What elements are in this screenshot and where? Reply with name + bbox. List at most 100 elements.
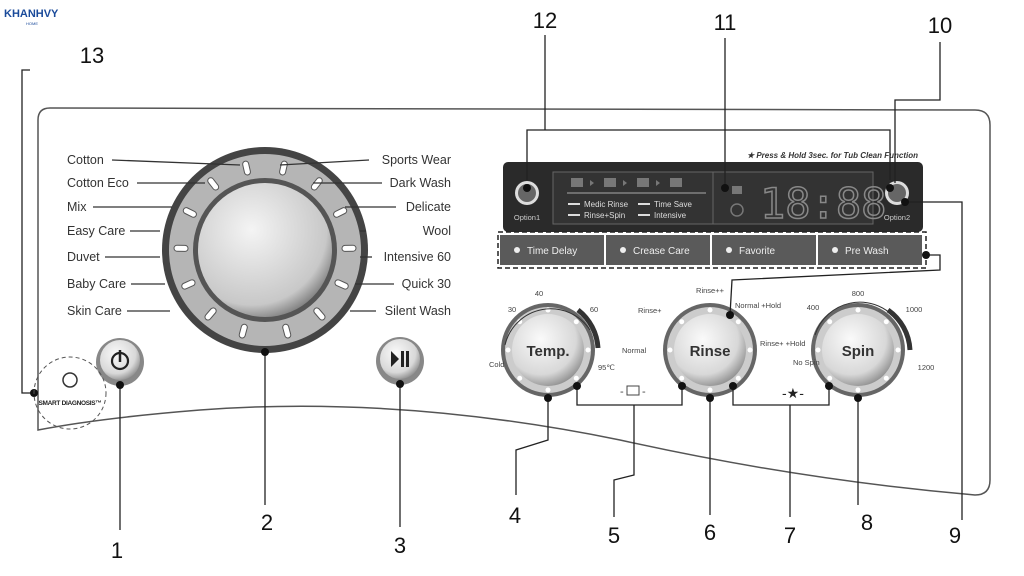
- program-label: Cotton Eco: [67, 176, 129, 190]
- program-leader-line: [111, 159, 241, 166]
- dial-position-marker: [333, 207, 348, 218]
- svg-text:-: -: [620, 386, 624, 398]
- svg-text:-: -: [642, 386, 646, 398]
- rinse-scale-label: Normal: [622, 346, 647, 355]
- rinse-knob[interactable]: Rinse: [663, 303, 757, 397]
- option2-label: Option2: [884, 213, 910, 222]
- option1-label: Option1: [514, 213, 540, 222]
- callout-number: 3: [394, 533, 406, 558]
- rinse-scale-label: Rinse+: [638, 306, 662, 315]
- power-button[interactable]: [96, 338, 144, 386]
- callout-number: 9: [949, 523, 961, 548]
- button-label: Crease Care: [633, 246, 690, 257]
- rinse-knob-label: Rinse: [690, 343, 731, 360]
- spin-scale-label: 400: [807, 303, 820, 312]
- button-pre-wash[interactable]: Pre Wash: [818, 235, 922, 265]
- dial-position-marker: [207, 177, 220, 191]
- power-icon: [110, 350, 130, 371]
- program-label: Quick 30: [402, 277, 451, 291]
- start-pause-button[interactable]: [376, 337, 424, 385]
- dial-position-marker: [313, 307, 326, 321]
- temp-scale-label: Cold: [489, 360, 504, 369]
- option-medic-rinse: Medic Rinse: [584, 200, 629, 209]
- program-label: Skin Care: [67, 304, 122, 318]
- callout-number: 12: [533, 8, 557, 33]
- led-indicator: [726, 247, 732, 253]
- callout-number: 10: [928, 13, 952, 38]
- program-dial[interactable]: [162, 147, 368, 353]
- brand-logo: KHANHVY: [4, 8, 59, 20]
- star-symbol: -★-: [782, 385, 804, 401]
- tub-clean-note: ★ Press & Hold 3sec. for Tub Clean Funct…: [747, 151, 918, 160]
- dial-position-marker: [282, 323, 292, 339]
- option-intensive: Intensive: [654, 211, 687, 220]
- dial-position-marker: [238, 323, 248, 339]
- diagnosis-icon: [62, 372, 78, 388]
- callout-number: 2: [261, 510, 273, 535]
- lock-icon: [730, 186, 744, 217]
- program-label: Intensive 60: [384, 250, 451, 264]
- program-label: Delicate: [406, 200, 451, 214]
- callout-number: 4: [509, 503, 521, 528]
- program-label: Duvet: [67, 250, 100, 264]
- program-label: Baby Care: [67, 277, 126, 291]
- led-indicator: [620, 247, 626, 253]
- callout-lines: [21, 35, 963, 530]
- button-label: Pre Wash: [845, 246, 889, 257]
- spin-scale-label: No Spin: [793, 358, 820, 367]
- time-display: 18:88: [760, 179, 886, 228]
- temp-scale-label: 40: [535, 289, 543, 298]
- temp-scale-label: 60: [590, 305, 598, 314]
- spin-knob-label: Spin: [842, 343, 875, 360]
- dial-position-marker: [334, 279, 349, 290]
- program-label: Sports Wear: [382, 153, 451, 167]
- button-time-delay[interactable]: Time Delay: [500, 235, 604, 265]
- led-indicator: [514, 247, 520, 253]
- temp-knob-label: Temp.: [526, 343, 569, 360]
- callout-number: 13: [80, 43, 104, 68]
- dial-position-marker: [242, 160, 251, 176]
- dial-position-marker: [310, 177, 323, 191]
- temp-knob[interactable]: Temp.: [501, 303, 595, 397]
- button-crease-care[interactable]: Crease Care: [606, 235, 710, 265]
- child-lock-symbol: --: [620, 385, 646, 398]
- spin-knob[interactable]: Spin: [811, 303, 905, 397]
- brand-logo-sub: HOME: [26, 21, 38, 26]
- program-label: Silent Wash: [385, 304, 451, 318]
- temp-scale-label: 95℃: [598, 363, 615, 372]
- option-time-save: Time Save: [654, 200, 692, 209]
- dial-position-marker: [182, 207, 197, 218]
- dial-position-marker: [204, 307, 217, 321]
- spin-scale-label: 1000: [906, 305, 923, 314]
- rinse-scale-label: Rinse++: [696, 286, 725, 295]
- rinse-scale-label: Normal +Hold: [735, 301, 781, 310]
- program-label: Mix: [67, 200, 87, 214]
- rinse-scale-label: Rinse+ +Hold: [760, 339, 805, 348]
- button-label: Favorite: [739, 246, 776, 257]
- callout-number: 6: [704, 520, 716, 545]
- option-rinse-spin: Rinse+Spin: [584, 211, 625, 220]
- smart-diagnosis-area[interactable]: SMART DIAGNOSIS™: [33, 356, 107, 430]
- play-pause-icon: [391, 351, 409, 367]
- wash-progress-icons: [571, 178, 682, 187]
- program-label: Cotton: [67, 153, 104, 167]
- option1-button[interactable]: [515, 181, 539, 205]
- button-favorite[interactable]: Favorite: [712, 235, 816, 265]
- led-indicator: [832, 247, 838, 253]
- spin-scale-label: 1200: [918, 363, 935, 372]
- callout-number: 5: [608, 523, 620, 548]
- callout-number: 8: [861, 510, 873, 535]
- panel-outline: [37, 107, 991, 496]
- program-label: Wool: [423, 224, 451, 238]
- button-label: Time Delay: [527, 246, 577, 257]
- callout-number: 1: [111, 538, 123, 563]
- program-label: Dark Wash: [390, 176, 451, 190]
- dial-position-marker: [341, 244, 357, 252]
- spin-scale-label: 800: [852, 289, 865, 298]
- smart-diagnosis-label: SMART DIAGNOSIS™: [38, 400, 101, 407]
- dial-position-marker: [181, 279, 196, 290]
- callout-number: 11: [714, 10, 737, 35]
- callout-number: 7: [784, 523, 796, 548]
- temp-scale-label: 30: [508, 305, 516, 314]
